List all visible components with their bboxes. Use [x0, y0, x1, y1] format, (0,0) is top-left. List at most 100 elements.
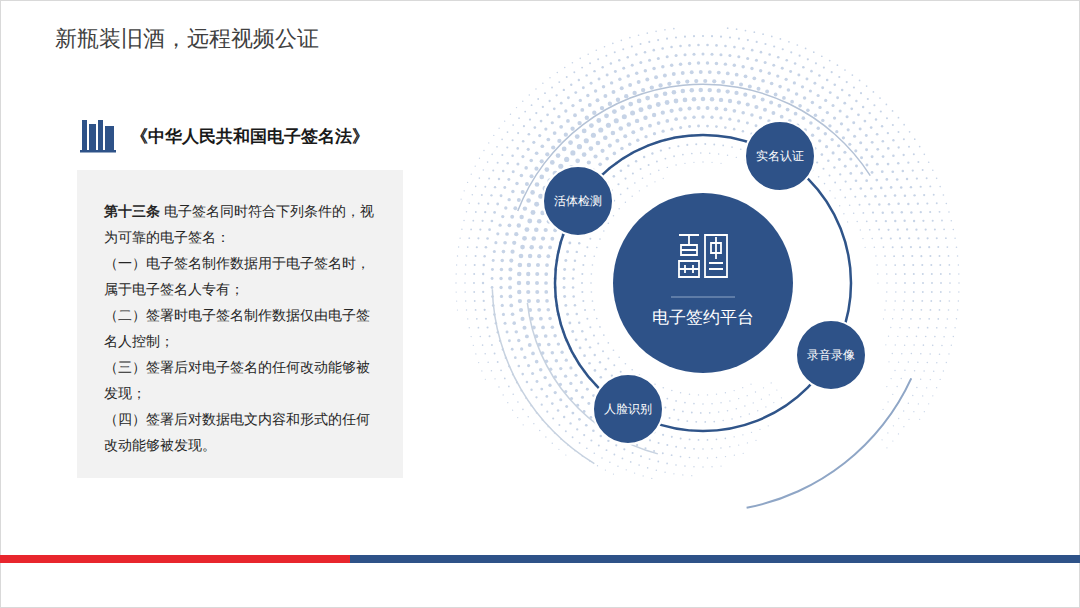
halftone-dot [631, 130, 635, 134]
halftone-dot [865, 148, 868, 151]
halftone-dot [682, 154, 684, 156]
halftone-dot [589, 326, 591, 328]
halftone-dot [614, 51, 616, 53]
halftone-dot [593, 255, 595, 257]
halftone-dot [666, 463, 668, 465]
halftone-dot [545, 263, 549, 267]
halftone-dot [801, 85, 804, 88]
halftone-dot [527, 416, 528, 417]
halftone-dot [553, 334, 556, 337]
halftone-dot [626, 469, 627, 470]
halftone-dot [892, 154, 895, 157]
halftone-dot [603, 334, 605, 336]
halftone-dot [472, 220, 474, 222]
halftone-dot [544, 281, 548, 285]
halftone-dot [894, 194, 897, 197]
halftone-dot [563, 295, 566, 298]
halftone-dot [481, 220, 483, 222]
halftone-dot [677, 419, 679, 421]
halftone-dot [948, 264, 950, 266]
halftone-dot [553, 107, 556, 110]
halftone-dot [596, 98, 600, 102]
halftone-dot [467, 182, 468, 183]
halftone-dot [498, 128, 499, 129]
halftone-dot [742, 130, 744, 132]
halftone-dot [706, 44, 709, 47]
halftone-dot [782, 96, 786, 100]
halftone-dot [547, 343, 551, 347]
halftone-dot [517, 401, 519, 403]
halftone-dot [927, 327, 929, 329]
halftone-dot [523, 326, 527, 330]
halftone-dot [904, 291, 906, 293]
halftone-dot [644, 69, 647, 72]
halftone-dot [475, 186, 477, 188]
halftone-dot [828, 124, 831, 127]
halftone-dot [488, 178, 490, 180]
halftone-dot [727, 27, 729, 29]
halftone-dot [892, 394, 893, 395]
halftone-dot [700, 412, 702, 414]
halftone-dot [599, 361, 601, 363]
halftone-dot [921, 264, 923, 266]
halftone-dot [897, 228, 899, 230]
halftone-dot [544, 272, 548, 276]
halftone-dot [710, 53, 713, 56]
feature-label: 录音录像 [807, 348, 855, 362]
halftone-dot [727, 155, 728, 156]
halftone-dot [559, 125, 563, 129]
halftone-dot [873, 91, 875, 93]
halftone-dot [816, 161, 818, 163]
halftone-dot [785, 59, 788, 62]
halftone-dot [725, 392, 726, 393]
halftone-dot [631, 45, 633, 47]
halftone-dot [641, 88, 645, 92]
halftone-dot [702, 161, 703, 162]
book-icon [80, 120, 116, 153]
halftone-dot [720, 465, 721, 466]
halftone-dot [949, 291, 951, 293]
halftone-dot [885, 344, 886, 345]
halftone-dot [887, 163, 890, 166]
halftone-dot [550, 237, 554, 241]
halftone-dot [566, 313, 569, 316]
halftone-dot [512, 124, 514, 126]
halftone-dot [715, 62, 718, 65]
halftone-dot [502, 250, 506, 254]
feature-circle: 录音录像 [796, 320, 866, 390]
halftone-dot [719, 98, 723, 102]
halftone-dot [874, 195, 877, 198]
halftone-dot [824, 99, 827, 102]
halftone-dot [500, 295, 503, 298]
halftone-dot [920, 379, 921, 380]
halftone-dot [956, 246, 958, 248]
halftone-dot [884, 309, 885, 310]
halftone-dot [562, 147, 567, 152]
halftone-dot [591, 273, 593, 275]
halftone-dot [951, 220, 953, 222]
halftone-dot [919, 146, 921, 148]
halftone-dot [537, 254, 541, 258]
halftone-dot [479, 228, 481, 230]
halftone-dot [818, 106, 821, 109]
halftone-dot [627, 164, 630, 167]
halftone-dot [620, 170, 623, 173]
halftone-dot [593, 309, 595, 311]
halftone-dot [831, 71, 833, 73]
halftone-dot [926, 177, 928, 179]
halftone-dot [925, 228, 927, 230]
halftone-dot [571, 104, 574, 107]
halftone-dot [546, 254, 550, 258]
halftone-dot [589, 238, 591, 240]
halftone-dot [818, 139, 821, 142]
halftone-dot [653, 132, 656, 135]
halftone-dot [713, 421, 715, 423]
halftone-dot [728, 54, 731, 57]
halftone-dot [673, 473, 674, 474]
halftone-dot [931, 273, 933, 275]
halftone-dot [936, 362, 937, 363]
halftone-dot [886, 282, 887, 283]
halftone-dot [938, 255, 940, 257]
halftone-dot [586, 447, 588, 449]
halftone-dot [943, 228, 945, 230]
